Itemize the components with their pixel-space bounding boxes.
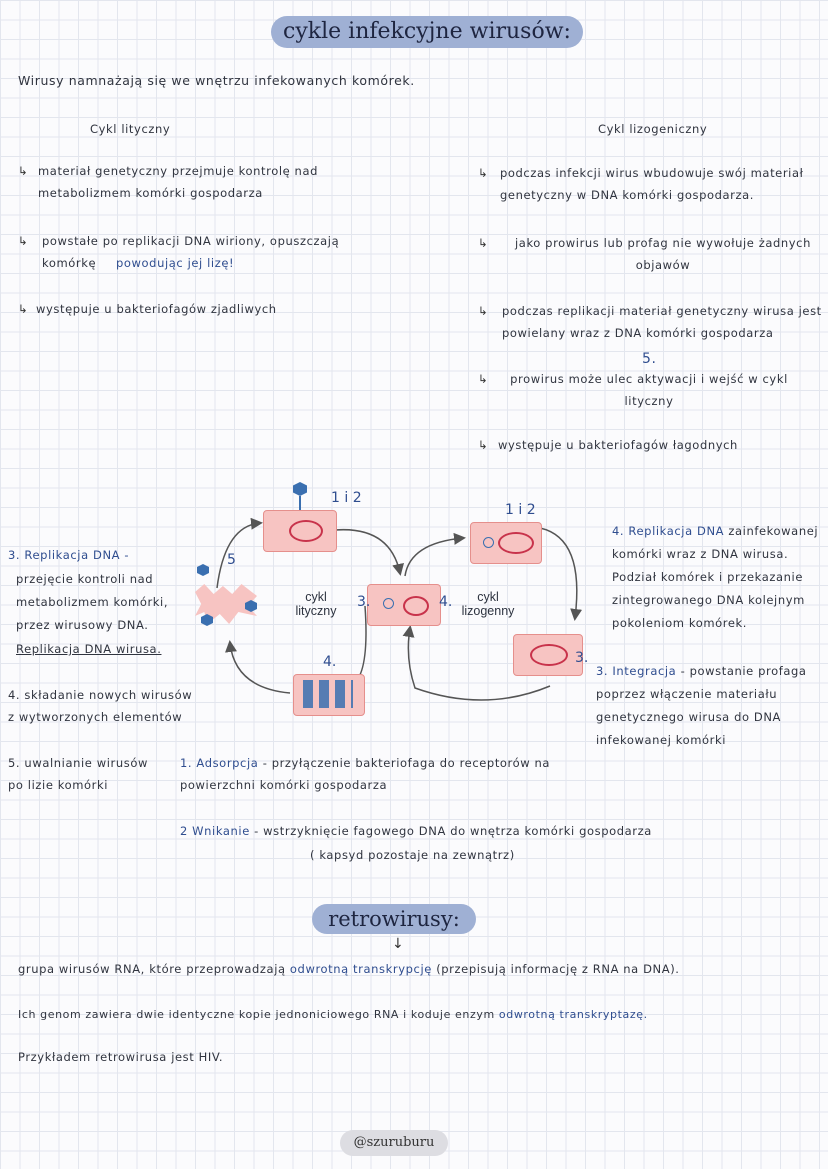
step-2-note: ( kapsyd pozostaje na zewnątrz) xyxy=(310,848,515,862)
lyso-point-text: podczas infekcji wirus wbudowuje swój ma… xyxy=(500,166,804,202)
new-virions-icon xyxy=(303,680,353,708)
step-2-body: - wstrzyknięcie fagowego DNA do wnętrza … xyxy=(254,824,652,838)
cell-dna-ring xyxy=(403,596,429,616)
lyso-point-5: ↳ występuje u bakteriofagów łagodnych xyxy=(478,434,818,456)
arrow-bullet-icon: ↳ xyxy=(18,164,29,178)
lytic-point-text: powstałe po replikacji DNA wiriony, opus… xyxy=(42,234,340,270)
lyso-point-text: występuje u bakteriofagów łagodnych xyxy=(498,438,738,452)
retro-down-arrow-icon: ↓ xyxy=(392,936,404,952)
lytic-point-highlight: powodując jej lizę! xyxy=(116,256,235,270)
right-step-4-body: zainfekowanej komórki wraz z DNA wirusa.… xyxy=(612,524,819,630)
retro-line-1-start: grupa wirusów RNA, które przeprowadzają xyxy=(18,962,286,976)
lytic-heading: Cykl lityczny xyxy=(90,122,171,136)
retro-line-2-start: Ich genom zawiera dwie identyczne kopie … xyxy=(18,1008,495,1021)
arrow-bullet-icon: ↳ xyxy=(478,166,489,180)
lyso-point-2: ↳ jako prowirus lub profag nie wywołuje … xyxy=(478,232,823,272)
lytic-cycle-label: cykl lityczny xyxy=(295,590,337,618)
lyso-point-text: jako prowirus lub profag nie wywołuje ża… xyxy=(515,236,811,272)
step-3-label-right: 3. xyxy=(575,650,589,666)
lysogenic-cycle-label: cykl lizogenny xyxy=(461,590,515,618)
retro-line-1-highlight: odwrotną transkrypcję xyxy=(289,962,432,976)
step-2-label: 2 Wnikanie xyxy=(180,824,250,838)
retro-title: retrowirusy: xyxy=(312,904,476,934)
arrow-bullet-icon: ↳ xyxy=(478,372,489,386)
step-2-penetration: 2 Wnikanie - wstrzyknięcie fagowego DNA … xyxy=(180,820,770,842)
left-step-3-extra: Replikacja DNA wirusa. xyxy=(16,642,162,656)
lytic-point-text: materiał genetyczny przejmuje kontrolę n… xyxy=(38,164,318,200)
cell-dna-ring xyxy=(289,520,323,542)
retro-line-1: grupa wirusów RNA, które przeprowadzają … xyxy=(18,958,818,980)
right-step-3-title: 3. Integracja xyxy=(596,664,677,678)
left-step-3-body: przejęcie kontroli nad metabolizmem komó… xyxy=(16,572,169,632)
page-title: cykle infekcyjne wirusów: xyxy=(271,16,583,48)
phage-icon xyxy=(293,482,307,496)
author-handle: @szuruburu xyxy=(340,1130,448,1156)
viral-dna-circle-icon xyxy=(483,537,494,548)
cell-dna-ring xyxy=(498,532,534,554)
lytic-point-2: ↳ powstałe po replikacji DNA wiriony, op… xyxy=(18,230,358,270)
right-step-4: 4. Replikacja DNA zainfekowanej komórki … xyxy=(612,520,822,635)
virus-cycle-diagram: 1 i 2 3. 4. 1 i 2 3. 4. 5 cykl lityczny … xyxy=(185,478,605,728)
left-step-4: 4. składanie nowych wirusów z wytworzony… xyxy=(8,688,193,724)
lyso-step-5-marker: 5. xyxy=(642,351,657,367)
lytic-point-3: ↳ występuje u bakteriofagów zjadliwych xyxy=(18,298,338,320)
right-step-3: 3. Integracja - powstanie profaga poprze… xyxy=(596,660,824,752)
right-step-4-title: 4. Replikacja DNA xyxy=(612,524,725,538)
retro-line-1-end: (przepisują informację z RNA na DNA). xyxy=(436,962,680,976)
lyso-heading: Cykl lizogeniczny xyxy=(598,122,708,136)
phage-tail-icon xyxy=(299,496,301,510)
intro-text: Wirusy namnażają się we wnętrzu infekowa… xyxy=(18,73,415,88)
released-virion-icon xyxy=(245,600,257,612)
released-virion-icon xyxy=(201,614,213,626)
right-step-3-body: - powstanie profaga poprzez włączenie ma… xyxy=(596,664,807,747)
left-step-3-title: 3. Replikacja DNA - xyxy=(8,548,130,562)
step-3-label-center: 3. xyxy=(357,594,371,610)
step-5-label: 5 xyxy=(227,552,236,568)
step-1-adsorption: 1. Adsorpcja - przyłączenie bakteriofaga… xyxy=(180,752,590,796)
lytic-point-1: ↳ materiał genetyczny przejmuje kontrolę… xyxy=(18,160,338,200)
step-1-2-label-lytic: 1 i 2 xyxy=(331,490,362,506)
lyso-point-4: ↳ prowirus może ulec aktywacji i wejść w… xyxy=(478,368,818,408)
arrow-bullet-icon: ↳ xyxy=(18,234,29,248)
step-1-2-label-lyso: 1 i 2 xyxy=(505,502,536,518)
step-1-body: - przyłączenie bakteriofaga do receptoró… xyxy=(180,756,551,792)
arrow-bullet-icon: ↳ xyxy=(478,304,489,318)
lyso-point-text: podczas replikacji materiał genetyczny w… xyxy=(502,304,822,340)
retro-line-3: Przykładem retrowirusa jest HIV. xyxy=(18,1050,224,1064)
arrow-bullet-icon: ↳ xyxy=(18,302,29,316)
arrow-bullet-icon: ↳ xyxy=(478,236,489,250)
lyso-point-3: ↳ podczas replikacji materiał genetyczny… xyxy=(478,300,823,340)
step-1-label: 1. Adsorpcja xyxy=(180,756,259,770)
retro-line-2-highlight: odwrotną transkryptazę. xyxy=(498,1008,648,1021)
viral-dna-circle-icon xyxy=(383,598,394,609)
step-4-label-center: 4. xyxy=(439,594,453,610)
step-4-label-bottom: 4. xyxy=(323,654,337,670)
cell-dna-ring xyxy=(530,644,568,666)
lyso-point-1: ↳ podczas infekcji wirus wbudowuje swój … xyxy=(478,162,818,202)
released-virion-icon xyxy=(197,564,209,576)
left-step-5: 5. uwalnianie wirusów po lizie komórki xyxy=(8,756,148,792)
lyso-point-text: prowirus może ulec aktywacji i wejść w c… xyxy=(510,372,788,408)
lytic-point-text: występuje u bakteriofagów zjadliwych xyxy=(36,302,277,316)
arrow-bullet-icon: ↳ xyxy=(478,438,489,452)
retro-line-2: Ich genom zawiera dwie identyczne kopie … xyxy=(18,1004,818,1026)
